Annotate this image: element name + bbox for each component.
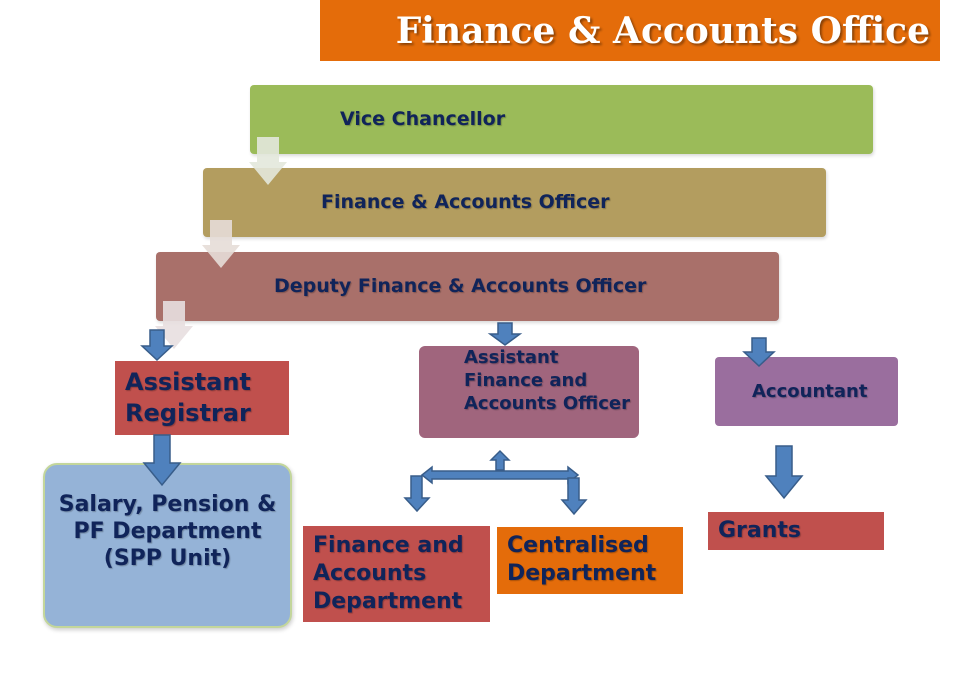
down-arrow-icon xyxy=(560,477,588,516)
assistant-registrar-box: Assistant Registrar xyxy=(115,361,289,435)
assistant-officer-box: Assistant Finance and Accounts Officer xyxy=(419,346,639,438)
finance-accounts-officer-label: Finance & Accounts Officer xyxy=(321,191,610,213)
spp-unit-box: Salary, Pension & PF Department (SPP Uni… xyxy=(43,463,292,628)
down-arrow-icon xyxy=(487,322,523,346)
down-arrow-icon xyxy=(142,434,182,487)
deputy-officer-label: Deputy Finance & Accounts Officer xyxy=(274,275,647,297)
grants-box: Grants xyxy=(708,512,884,550)
down-arrow-icon xyxy=(742,337,776,368)
centralised-department-box: Centralised Department xyxy=(497,527,683,594)
light-down-arrow-icon xyxy=(202,220,240,268)
finance-accounts-department-label: Finance and Accounts Department xyxy=(313,533,464,614)
accountant-label: Accountant xyxy=(752,381,868,402)
centralised-department-label: Centralised Department xyxy=(507,533,657,586)
accountant-box: Accountant xyxy=(715,357,898,426)
deputy-officer-box: Deputy Finance & Accounts Officer xyxy=(156,252,779,321)
down-arrow-icon xyxy=(764,445,804,500)
grants-label: Grants xyxy=(718,518,802,543)
down-arrow-icon xyxy=(140,329,174,362)
up-arrow-icon xyxy=(489,449,511,471)
light-down-arrow-icon xyxy=(249,137,287,185)
vice-chancellor-label: Vice Chancellor xyxy=(340,108,506,130)
spp-unit-label: Salary, Pension & PF Department (SPP Uni… xyxy=(58,492,277,571)
down-arrow-icon xyxy=(403,475,431,513)
vice-chancellor-box: Vice Chancellor xyxy=(250,85,873,154)
assistant-registrar-label: Assistant Registrar xyxy=(125,368,251,427)
page-title: Finance & Accounts Office xyxy=(320,0,940,61)
finance-accounts-department-box: Finance and Accounts Department xyxy=(303,526,490,622)
double-arrow-icon xyxy=(420,465,580,485)
finance-accounts-officer-box: Finance & Accounts Officer xyxy=(203,168,826,237)
assistant-officer-label: Assistant Finance and Accounts Officer xyxy=(464,347,630,414)
